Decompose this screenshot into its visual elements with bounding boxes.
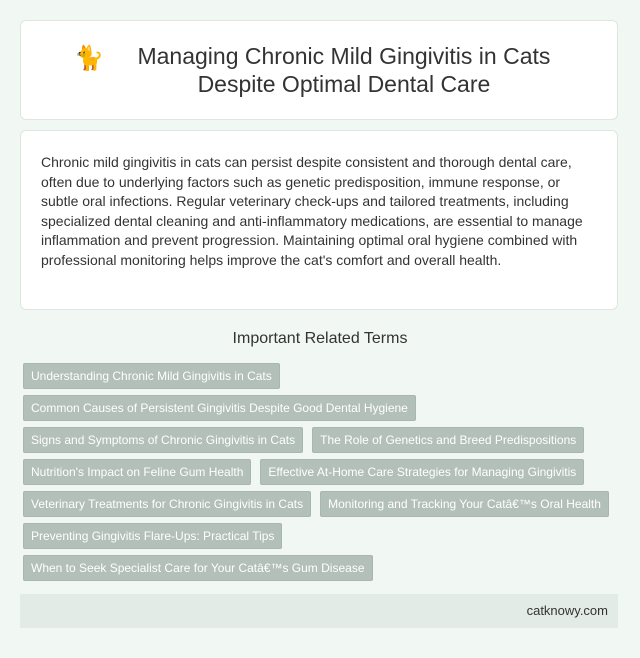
cat-icon: 🐈 [74,45,104,72]
summary-card: Chronic mild gingivitis in cats can pers… [20,130,618,310]
related-term-tag[interactable]: Monitoring and Tracking Your Catâ€™s Ora… [320,491,609,517]
related-terms-list: Understanding Chronic Mild Gingivitis in… [23,363,623,587]
related-term-tag[interactable]: Veterinary Treatments for Chronic Gingiv… [23,491,312,517]
related-term-tag[interactable]: Common Causes of Persistent Gingivitis D… [23,395,416,421]
site-link[interactable]: catknowy.com [526,603,608,618]
term-row: Common Causes of Persistent Gingivitis D… [23,395,623,427]
term-row: When to Seek Specialist Care for Your Ca… [23,555,623,587]
related-term-tag[interactable]: When to Seek Specialist Care for Your Ca… [23,555,373,581]
related-term-tag[interactable]: The Role of Genetics and Breed Predispos… [312,427,585,453]
term-row: Nutrition's Impact on Feline Gum Health … [23,459,623,491]
related-terms-heading: Important Related Terms [232,330,408,347]
related-term-tag[interactable]: Nutrition's Impact on Feline Gum Health [23,459,252,485]
title-wrap: 🐈 Managing Chronic Mild Gingivitis in Ca… [74,42,564,98]
term-row: Veterinary Treatments for Chronic Gingiv… [23,491,623,523]
related-term-tag[interactable]: Effective At-Home Care Strategies for Ma… [260,459,585,485]
page-title: Managing Chronic Mild Gingivitis in Cats… [137,43,551,97]
term-row: Preventing Gingivitis Flare-Ups: Practic… [23,523,623,555]
summary-text: Chronic mild gingivitis in cats can pers… [41,154,583,268]
term-row: Signs and Symptoms of Chronic Gingivitis… [23,427,623,459]
related-term-tag[interactable]: Signs and Symptoms of Chronic Gingivitis… [23,427,304,453]
footer: catknowy.com [20,594,618,628]
related-term-tag[interactable]: Understanding Chronic Mild Gingivitis in… [23,363,280,389]
term-row: Understanding Chronic Mild Gingivitis in… [23,363,623,395]
title-card: 🐈 Managing Chronic Mild Gingivitis in Ca… [20,20,618,120]
related-term-tag[interactable]: Preventing Gingivitis Flare-Ups: Practic… [23,523,283,549]
